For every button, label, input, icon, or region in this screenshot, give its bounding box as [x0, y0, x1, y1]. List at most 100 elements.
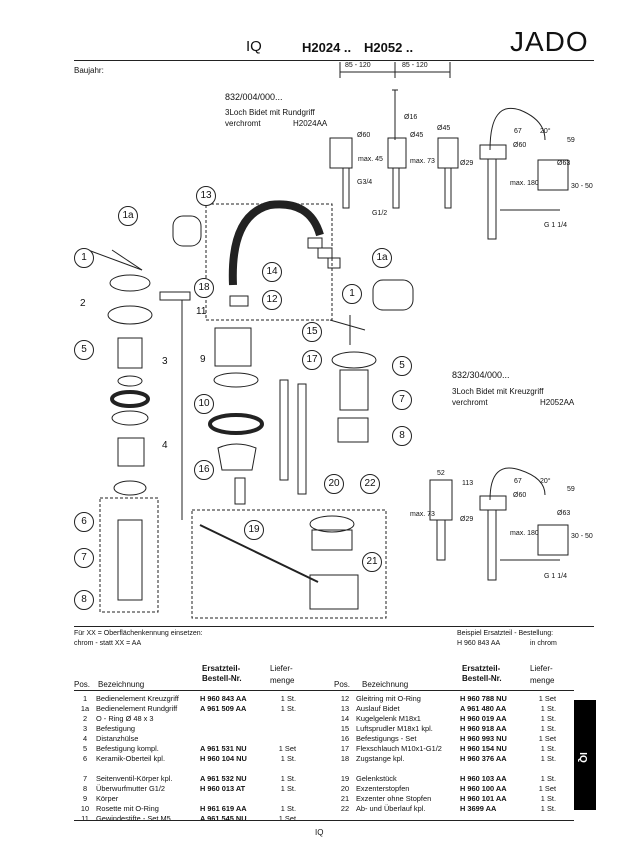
cell-liefermenge: 1 St.: [280, 694, 296, 703]
cell-bezeichnung: Ab- und Überlauf kpl.: [356, 804, 426, 813]
cell-bestell-nr: [200, 734, 268, 744]
callout-8-right: 8: [392, 426, 412, 446]
dim-label: max. 45: [358, 156, 383, 163]
cell-bestell-nr: A 961 532 NU: [200, 774, 247, 783]
cell-pos: 15: [340, 724, 350, 733]
footnote-right-2b: in chrom: [530, 640, 557, 647]
cell-bestell-nr: H 960 154 NU: [460, 744, 507, 753]
label-11: 11: [196, 306, 207, 317]
cell-bezeichnung: Luftsprudler M18x1 kpl.: [356, 724, 433, 733]
cell-pos: 2: [82, 714, 88, 723]
cell-liefermenge: 1 St.: [280, 804, 296, 813]
cell-bestell-nr: H 3699 AA: [460, 804, 497, 813]
cell-bezeichnung: Seitenventil-Körper kpl.: [96, 774, 173, 783]
dim-label: 113: [462, 480, 474, 487]
dim-label: 30 - 50: [571, 533, 593, 540]
cell-bestell-nr: A 961 531 NU: [200, 744, 247, 753]
callout-5: 5: [74, 340, 94, 360]
cell-pos: 11: [81, 814, 89, 823]
dim-label: 52: [437, 470, 445, 477]
dim-label: 20°: [540, 478, 551, 485]
cell-bezeichnung: Bedienelement Kreuzgriff: [96, 694, 179, 703]
callout-10: 10: [194, 394, 214, 414]
cell-liefermenge: [268, 724, 296, 734]
cell-bestell-nr: H 960 918 AA: [460, 724, 507, 733]
header-rule: [74, 60, 594, 61]
callout-13: 13: [196, 186, 216, 206]
table-row: [334, 764, 556, 774]
cell-bezeichnung: Körper: [96, 794, 119, 803]
dim-label: max. 180: [510, 180, 539, 187]
cell-liefermenge: 1 St.: [280, 774, 296, 783]
cell-liefermenge: 1 Set: [538, 694, 556, 703]
callout-1-right: 1: [342, 284, 362, 304]
cell-bezeichnung: Rosette mit O-Ring: [96, 804, 159, 813]
cell-pos: 5: [82, 744, 88, 753]
cell-bestell-nr: [460, 764, 528, 774]
cell-liefermenge: 1 Set: [278, 814, 296, 823]
cell-liefermenge: 1 St.: [540, 714, 556, 723]
table-row: [74, 764, 296, 774]
cell-pos: 13: [340, 704, 350, 713]
dim-label: Ø60: [513, 492, 527, 499]
col-nr-header-r-2: Bestell-Nr.: [462, 674, 502, 683]
cell-bestell-nr: H 960 843 AA: [200, 694, 247, 703]
cell-pos: 1: [82, 694, 88, 703]
dim-label: Ø60: [513, 142, 527, 149]
cell-bestell-nr: [200, 724, 268, 734]
cell-bestell-nr: [200, 714, 268, 724]
dim-label: max. 73: [410, 158, 435, 165]
table-header-rule: [74, 690, 574, 691]
cell-bezeichnung: Auslauf Bidet: [356, 704, 400, 713]
cell-bestell-nr: H 960 103 AA: [460, 774, 507, 783]
dim-label: 67: [514, 128, 522, 135]
callout-6: 6: [74, 512, 94, 532]
cell-pos: [74, 764, 96, 774]
cell-liefermenge: 1 St.: [540, 744, 556, 753]
dim-label: Ø16: [404, 114, 418, 121]
dim-label: G3/4: [357, 179, 373, 186]
callout-15: 15: [302, 322, 322, 342]
cell-bezeichnung: Befestigungs - Set: [356, 734, 417, 743]
cell-bestell-nr: H 960 013 AT: [200, 784, 246, 793]
cell-bestell-nr: [200, 794, 268, 804]
footnote-right-2a: H 960 843 AA: [457, 640, 501, 647]
cell-bestell-nr: A 961 545 NU: [200, 814, 247, 823]
col-nr-header-r-1: Ersatzteil-: [462, 664, 501, 673]
dim-label: G 1 1/4: [544, 222, 567, 229]
cell-bezeichnung: Flexschlauch M10x1-G1/2: [356, 744, 442, 753]
variant1-code: H2024AA: [293, 119, 328, 128]
variant2-desc: 3Loch Bidet mit Kreuzgriff: [452, 387, 544, 396]
callout-12: 12: [262, 290, 282, 310]
dim-label: G1/2: [372, 210, 388, 217]
cell-bezeichnung: Keramik-Oberteil kpl.: [96, 754, 165, 763]
callout-1a-right: 1a: [372, 248, 392, 268]
callout-1: 1: [74, 248, 94, 268]
callout-1a: 1a: [118, 206, 138, 226]
cell-bezeichnung: Gewindestifte - Set M5: [96, 814, 171, 823]
dim-label: max. 73: [410, 511, 435, 518]
dim-label: 59: [567, 137, 575, 144]
callout-5-right: 5: [392, 356, 412, 376]
callout-22: 22: [360, 474, 380, 494]
baujahr-label: Baujahr:: [74, 66, 104, 75]
cell-bezeichnung: [96, 764, 200, 774]
table-top-rule: [74, 626, 594, 627]
col-lief-header-r-1: Liefer-: [530, 664, 553, 673]
cell-bestell-nr: H 960 993 NU: [460, 734, 507, 743]
cell-bezeichnung: Bedienelement Rundgriff: [96, 704, 178, 713]
brand-logo: JADO: [510, 26, 589, 57]
cell-bestell-nr: A 961 480 AA: [460, 704, 507, 713]
